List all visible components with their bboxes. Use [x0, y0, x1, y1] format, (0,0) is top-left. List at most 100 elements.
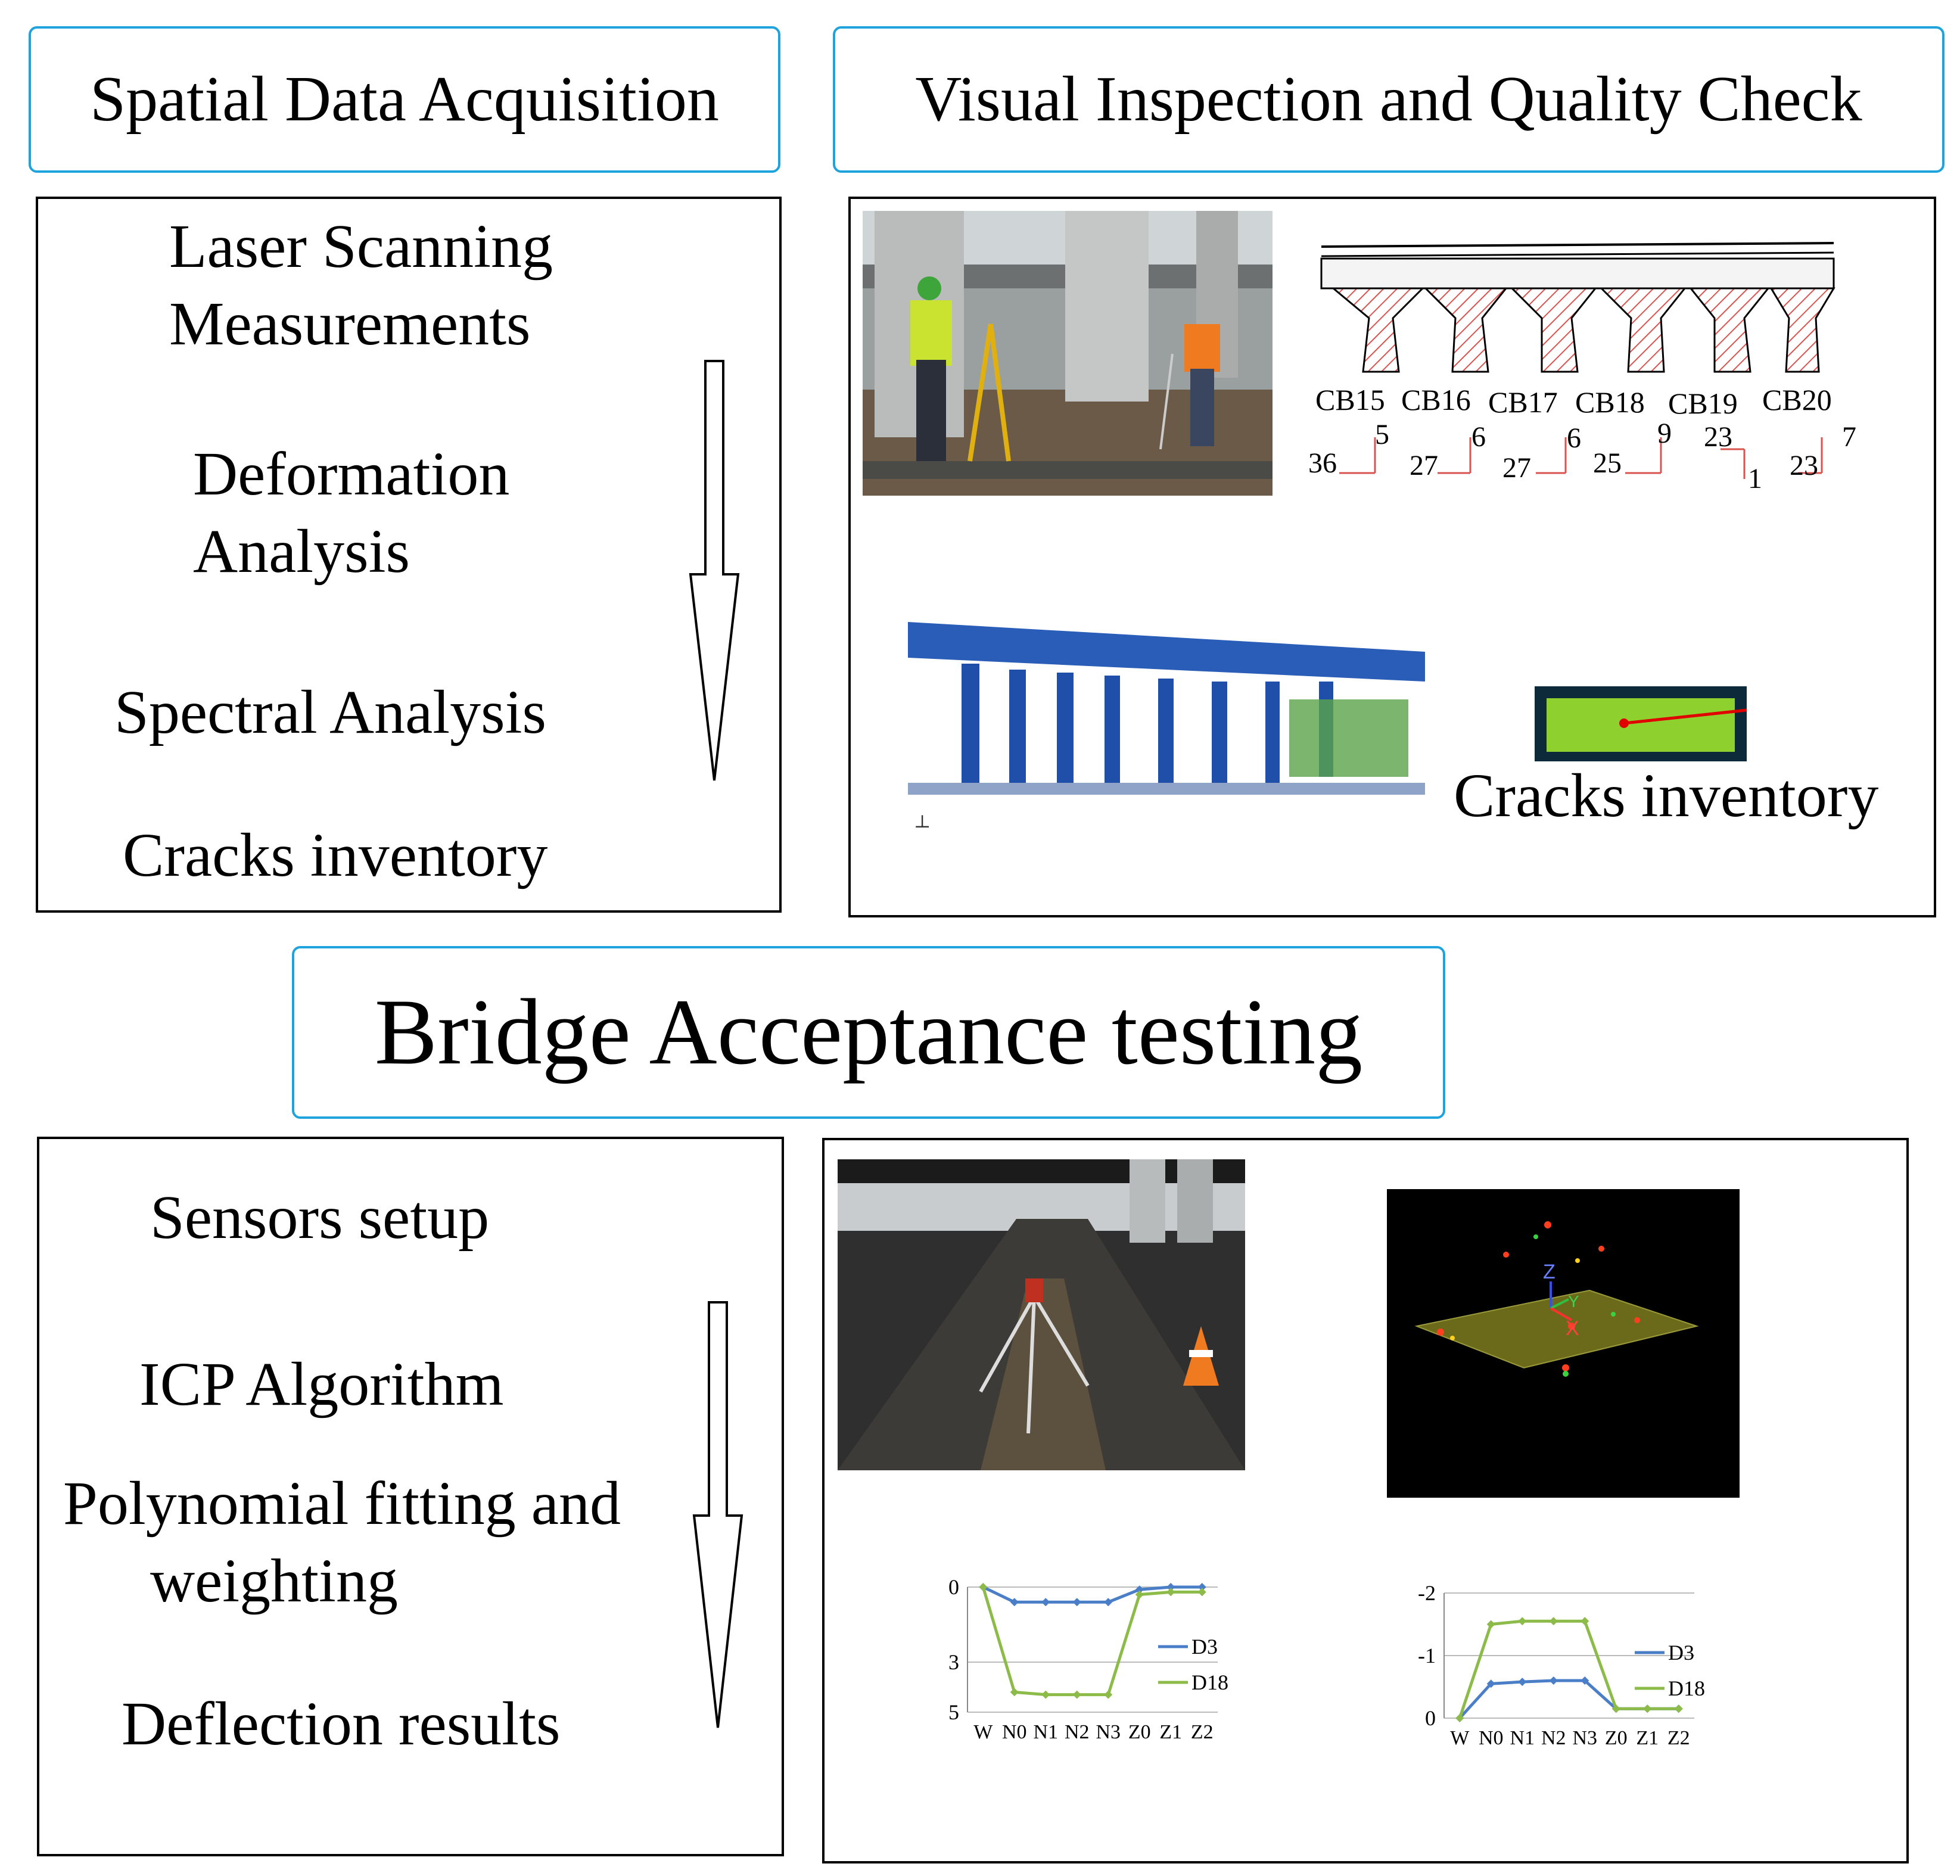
- step-icp-algorithm: ICP Algorithm: [139, 1350, 504, 1418]
- sensor-setup-photo: [838, 1159, 1245, 1470]
- x-tick-label: W: [1450, 1727, 1470, 1749]
- header-bridge-label: Bridge Acceptance testing: [374, 980, 1363, 1084]
- horizontal-value-3: 27: [1502, 452, 1531, 484]
- data-point: [1518, 1617, 1527, 1626]
- step-deformation: Deformation: [193, 440, 510, 508]
- bridge-cross-section-diagram: [1320, 242, 1835, 373]
- x-tick-label: Z2: [1191, 1721, 1214, 1743]
- data-point: [1674, 1704, 1683, 1713]
- x-tick-label: N1: [1510, 1727, 1535, 1749]
- data-point: [1072, 1598, 1081, 1607]
- vertical-value-3: 6: [1567, 422, 1581, 454]
- data-point: [1166, 1588, 1175, 1597]
- vertical-value-6: 7: [1842, 421, 1856, 453]
- vertical-value-4: 9: [1657, 418, 1672, 449]
- step-cracks-inventory: Cracks inventory: [123, 821, 548, 889]
- horizontal-value-6: 23: [1790, 450, 1818, 481]
- series-line-d3: [982, 1585, 1202, 1604]
- step-laser-scanning: Laser Scanning: [169, 212, 553, 281]
- data-point: [1197, 1583, 1206, 1591]
- x-tick-label: Z1: [1636, 1727, 1659, 1749]
- y-tick-label: 0: [948, 1575, 959, 1599]
- data-point: [1455, 1714, 1464, 1722]
- svg-text:⊥: ⊥: [914, 812, 931, 832]
- horizontal-value-2: 27: [1410, 450, 1438, 481]
- beam-label-cb15: CB15: [1315, 383, 1385, 416]
- data-point: [1611, 1704, 1620, 1713]
- data-point: [1581, 1676, 1589, 1685]
- series-line-d18: [981, 1586, 1202, 1697]
- vertical-value-1: 5: [1375, 419, 1389, 450]
- data-point: [1197, 1588, 1206, 1597]
- horizontal-value-1: 36: [1308, 447, 1337, 479]
- beam-label-cb20: CB20: [1762, 383, 1832, 416]
- beam-label-cb18: CB18: [1575, 385, 1645, 419]
- data-point: [1549, 1676, 1558, 1685]
- beam-label-cb19: CB19: [1668, 387, 1738, 420]
- data-point: [1010, 1688, 1019, 1697]
- crack-detail-image: [1535, 686, 1747, 761]
- x-tick-label: N2: [1065, 1721, 1090, 1743]
- step-spectral-analysis: Spectral Analysis: [114, 678, 547, 746]
- data-point: [1166, 1583, 1175, 1591]
- y-axis-label: Y: [1568, 1292, 1579, 1311]
- legend-label: D3: [1191, 1635, 1218, 1659]
- data-point: [1486, 1620, 1495, 1629]
- header-spatial-label: Spatial Data Acquisition: [90, 64, 719, 135]
- data-point: [1135, 1585, 1144, 1594]
- legend-label: D18: [1191, 1670, 1228, 1694]
- x-tick-label: Z0: [1605, 1727, 1628, 1749]
- horizontal-value-4: 25: [1593, 447, 1622, 479]
- y-tick-label: 5: [948, 1700, 959, 1724]
- x-tick-label: N0: [1002, 1721, 1027, 1743]
- cracks-inventory-caption: Cracks inventory: [1454, 761, 1879, 830]
- y-tick-label: 3: [948, 1650, 959, 1674]
- y-tick-label: -1: [1418, 1644, 1436, 1667]
- x-tick-label: N0: [1479, 1727, 1504, 1749]
- x-tick-label: N2: [1541, 1727, 1566, 1749]
- header-spatial-data-acquisition: Spatial Data Acquisition: [29, 26, 780, 173]
- beam-label-cb17: CB17: [1488, 385, 1558, 419]
- header-visual-label: Visual Inspection and Quality Check: [915, 64, 1862, 135]
- legend-label: D18: [1668, 1676, 1705, 1700]
- point-cloud-render: ⊥: [908, 604, 1425, 836]
- data-point: [1041, 1598, 1050, 1607]
- z-axis-label: Z: [1543, 1261, 1555, 1283]
- data-point: [1072, 1690, 1081, 1699]
- x-tick-label: N1: [1033, 1721, 1058, 1743]
- x-tick-label: Z2: [1667, 1727, 1690, 1749]
- data-point: [1581, 1617, 1589, 1626]
- data-point: [1643, 1704, 1652, 1713]
- data-point: [1104, 1690, 1113, 1699]
- displacement-arrows: [1339, 437, 1823, 479]
- x-axis-label: X: [1566, 1317, 1579, 1340]
- step-measurements: Measurements: [169, 290, 531, 358]
- header-visual-inspection: Visual Inspection and Quality Check: [833, 26, 1945, 173]
- vertical-value-2: 6: [1471, 421, 1486, 453]
- sensor-point-plot: Z Y X: [1387, 1189, 1740, 1498]
- data-point: [979, 1583, 988, 1591]
- series-line-d18: [1458, 1619, 1679, 1719]
- spatial-steps-panel: Laser Scanning Measurements Deformation …: [36, 197, 782, 913]
- step-weighting: weighting: [150, 1547, 398, 1615]
- data-point: [1010, 1598, 1019, 1607]
- data-point: [1518, 1678, 1527, 1687]
- data-point: [1486, 1679, 1495, 1688]
- data-point: [1041, 1690, 1050, 1699]
- x-tick-label: W: [973, 1721, 993, 1743]
- y-tick-label: 0: [1425, 1706, 1436, 1730]
- survey-photo: [863, 211, 1273, 496]
- beam-label-cb16: CB16: [1401, 383, 1471, 416]
- header-bridge-acceptance: Bridge Acceptance testing: [292, 946, 1445, 1119]
- step-deflection-results: Deflection results: [122, 1690, 561, 1758]
- x-tick-label: N3: [1572, 1727, 1597, 1749]
- legend-label: D3: [1668, 1641, 1694, 1665]
- step-analysis: Analysis: [193, 517, 410, 586]
- x-tick-label: N3: [1096, 1721, 1121, 1743]
- x-tick-label: Z1: [1159, 1721, 1182, 1743]
- visual-inspection-panel: CB15 CB16 CB17 CB18 CB19 CB20 36 5 27 6 …: [848, 197, 1936, 917]
- x-tick-label: Z0: [1128, 1721, 1151, 1743]
